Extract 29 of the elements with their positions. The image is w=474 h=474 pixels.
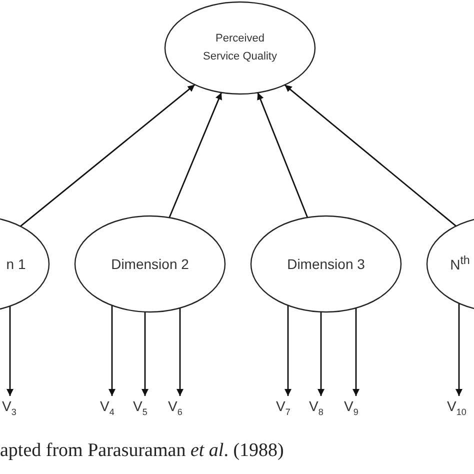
node-label: Perceived Service Quality bbox=[202, 31, 278, 64]
arrow bbox=[257, 92, 308, 218]
node-label: Dimension 2 bbox=[111, 254, 189, 274]
variable-label: V$_{3}$ bbox=[2, 398, 16, 417]
dimension-ellipse bbox=[164, 1, 316, 95]
arrow bbox=[6, 306, 14, 396]
arrow bbox=[318, 312, 324, 396]
node-label: Dimension 3 bbox=[287, 254, 365, 274]
arrow bbox=[284, 305, 292, 396]
caption: apted from Parasuraman et al. (1988) bbox=[0, 440, 284, 462]
arrow bbox=[142, 312, 148, 396]
node-label: N$^{th}$ bbox=[450, 252, 470, 275]
arrow bbox=[352, 308, 360, 396]
variable-label: V$_{5}$ bbox=[133, 398, 148, 417]
variable-label: V$_{7}$ bbox=[276, 398, 290, 417]
arrow bbox=[176, 308, 184, 396]
variable-label: V$_{10}$ bbox=[447, 398, 466, 417]
variable-label: V$_{6}$ bbox=[168, 398, 182, 417]
arrow bbox=[108, 305, 116, 396]
variable-label: V$_{4}$ bbox=[100, 398, 114, 417]
variable-label: V$_{8}$ bbox=[309, 398, 324, 417]
arrow bbox=[456, 303, 462, 396]
node-label: n 1 bbox=[6, 254, 26, 274]
dimension-ellipse bbox=[250, 215, 402, 313]
arrow bbox=[20, 84, 196, 227]
variable-label: V$_{9}$ bbox=[344, 398, 358, 417]
arrow bbox=[168, 92, 222, 218]
dimension-ellipse bbox=[74, 215, 226, 313]
arrow bbox=[284, 84, 456, 227]
